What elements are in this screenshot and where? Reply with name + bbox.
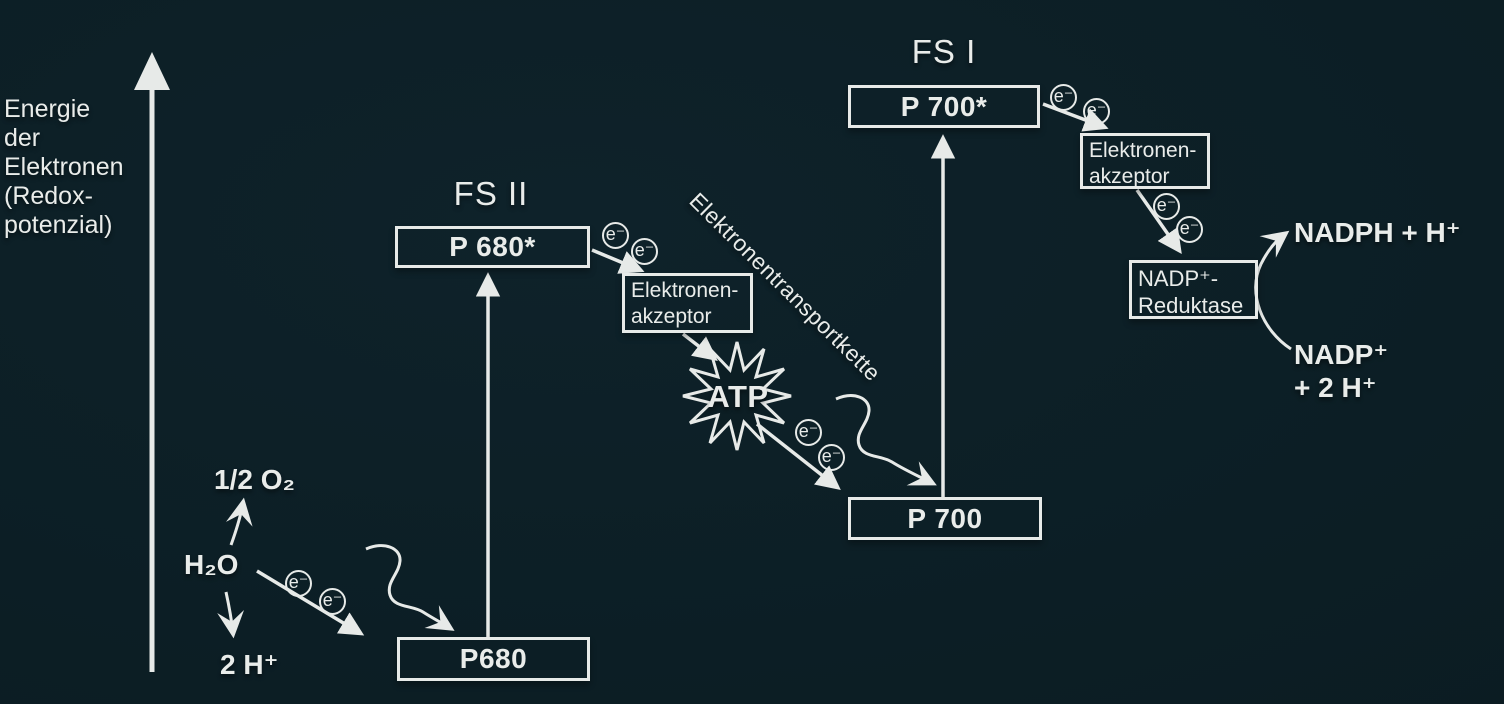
h2o-to-protons-arrow — [217, 591, 245, 639]
fs1-electron-acceptor-box: Elektronen- akzeptor — [1080, 133, 1210, 189]
atp-label: ATP — [707, 379, 769, 414]
electron-icon: e⁻ — [285, 570, 312, 597]
acceptor-to-reductase-arrow — [1135, 188, 1182, 255]
fs2-acceptor-line: akzeptor — [631, 305, 712, 328]
fs1-acceptor-line: Elektronen- — [1089, 139, 1197, 162]
nadp-substrate-line: + 2 H⁺ — [1294, 372, 1377, 403]
electron-icon: e⁻ — [795, 419, 822, 446]
electron-icon: e⁻ — [631, 238, 658, 265]
fs2-acceptor-line: Elektronen- — [631, 279, 739, 302]
nadp-substrate-label: NADP⁺ + 2 H⁺ — [1294, 338, 1388, 404]
nadp-reduction-curved-arrow — [1254, 230, 1292, 351]
nadp-reductase-box: NADP⁺- Reduktase — [1129, 260, 1258, 319]
fs2-to-acceptor-arrow — [591, 248, 645, 274]
electron-icon: e⁻ — [319, 588, 346, 615]
h2o-to-oxygen-arrow — [225, 497, 253, 546]
water-label: H₂O — [184, 549, 239, 580]
electron-icon: e⁻ — [1176, 216, 1203, 243]
energy-axis-label-line: (Redox- — [4, 182, 93, 210]
energy-axis-label: Energie der Elektronen (Redox- potenzial… — [4, 95, 124, 240]
p700-excited-box: P 700* — [848, 85, 1040, 128]
oxygen-label: 1/2 O₂ — [214, 464, 295, 495]
fs2-title: FS II — [453, 175, 529, 212]
photon-wavy-arrow-ps2 — [365, 544, 455, 631]
electron-icon: e⁻ — [1153, 193, 1180, 220]
energy-axis-label-line: der — [4, 124, 41, 152]
nadp-substrate-line: NADP⁺ — [1294, 339, 1389, 370]
atp-starburst-icon — [682, 341, 792, 451]
electron-icon: e⁻ — [1083, 98, 1110, 125]
nadp-reductase-line: Reduktase — [1138, 293, 1244, 318]
photon-wavy-arrow-ps1 — [835, 394, 937, 486]
energy-axis-arrowhead-icon — [134, 52, 170, 90]
protons-label: 2 H⁺ — [220, 649, 279, 680]
fs1-title: FS I — [911, 33, 977, 70]
p680-excited-box: P 680* — [395, 226, 590, 268]
p680-ground-box: P680 — [397, 637, 590, 681]
transport-chain-arrow — [755, 422, 841, 491]
acceptor-to-atp-arrow — [681, 332, 718, 361]
nadp-reductase-line: NADP⁺- — [1138, 266, 1219, 291]
energy-axis-label-line: Elektronen — [4, 153, 124, 181]
electron-icon: e⁻ — [1050, 84, 1077, 111]
fs2-electron-acceptor-box: Elektronen- akzeptor — [622, 273, 753, 333]
fs1-acceptor-line: akzeptor — [1089, 165, 1170, 188]
energy-axis-label-line: potenzial) — [4, 211, 113, 239]
nadph-product-label: NADPH + H⁺ — [1294, 217, 1461, 248]
h2o-to-p680-arrow — [256, 569, 365, 636]
electron-icon: e⁻ — [818, 444, 845, 471]
electron-icon: e⁻ — [602, 222, 629, 249]
energy-axis-label-line: Energie — [4, 95, 91, 123]
p700-ground-box: P 700 — [848, 497, 1042, 540]
